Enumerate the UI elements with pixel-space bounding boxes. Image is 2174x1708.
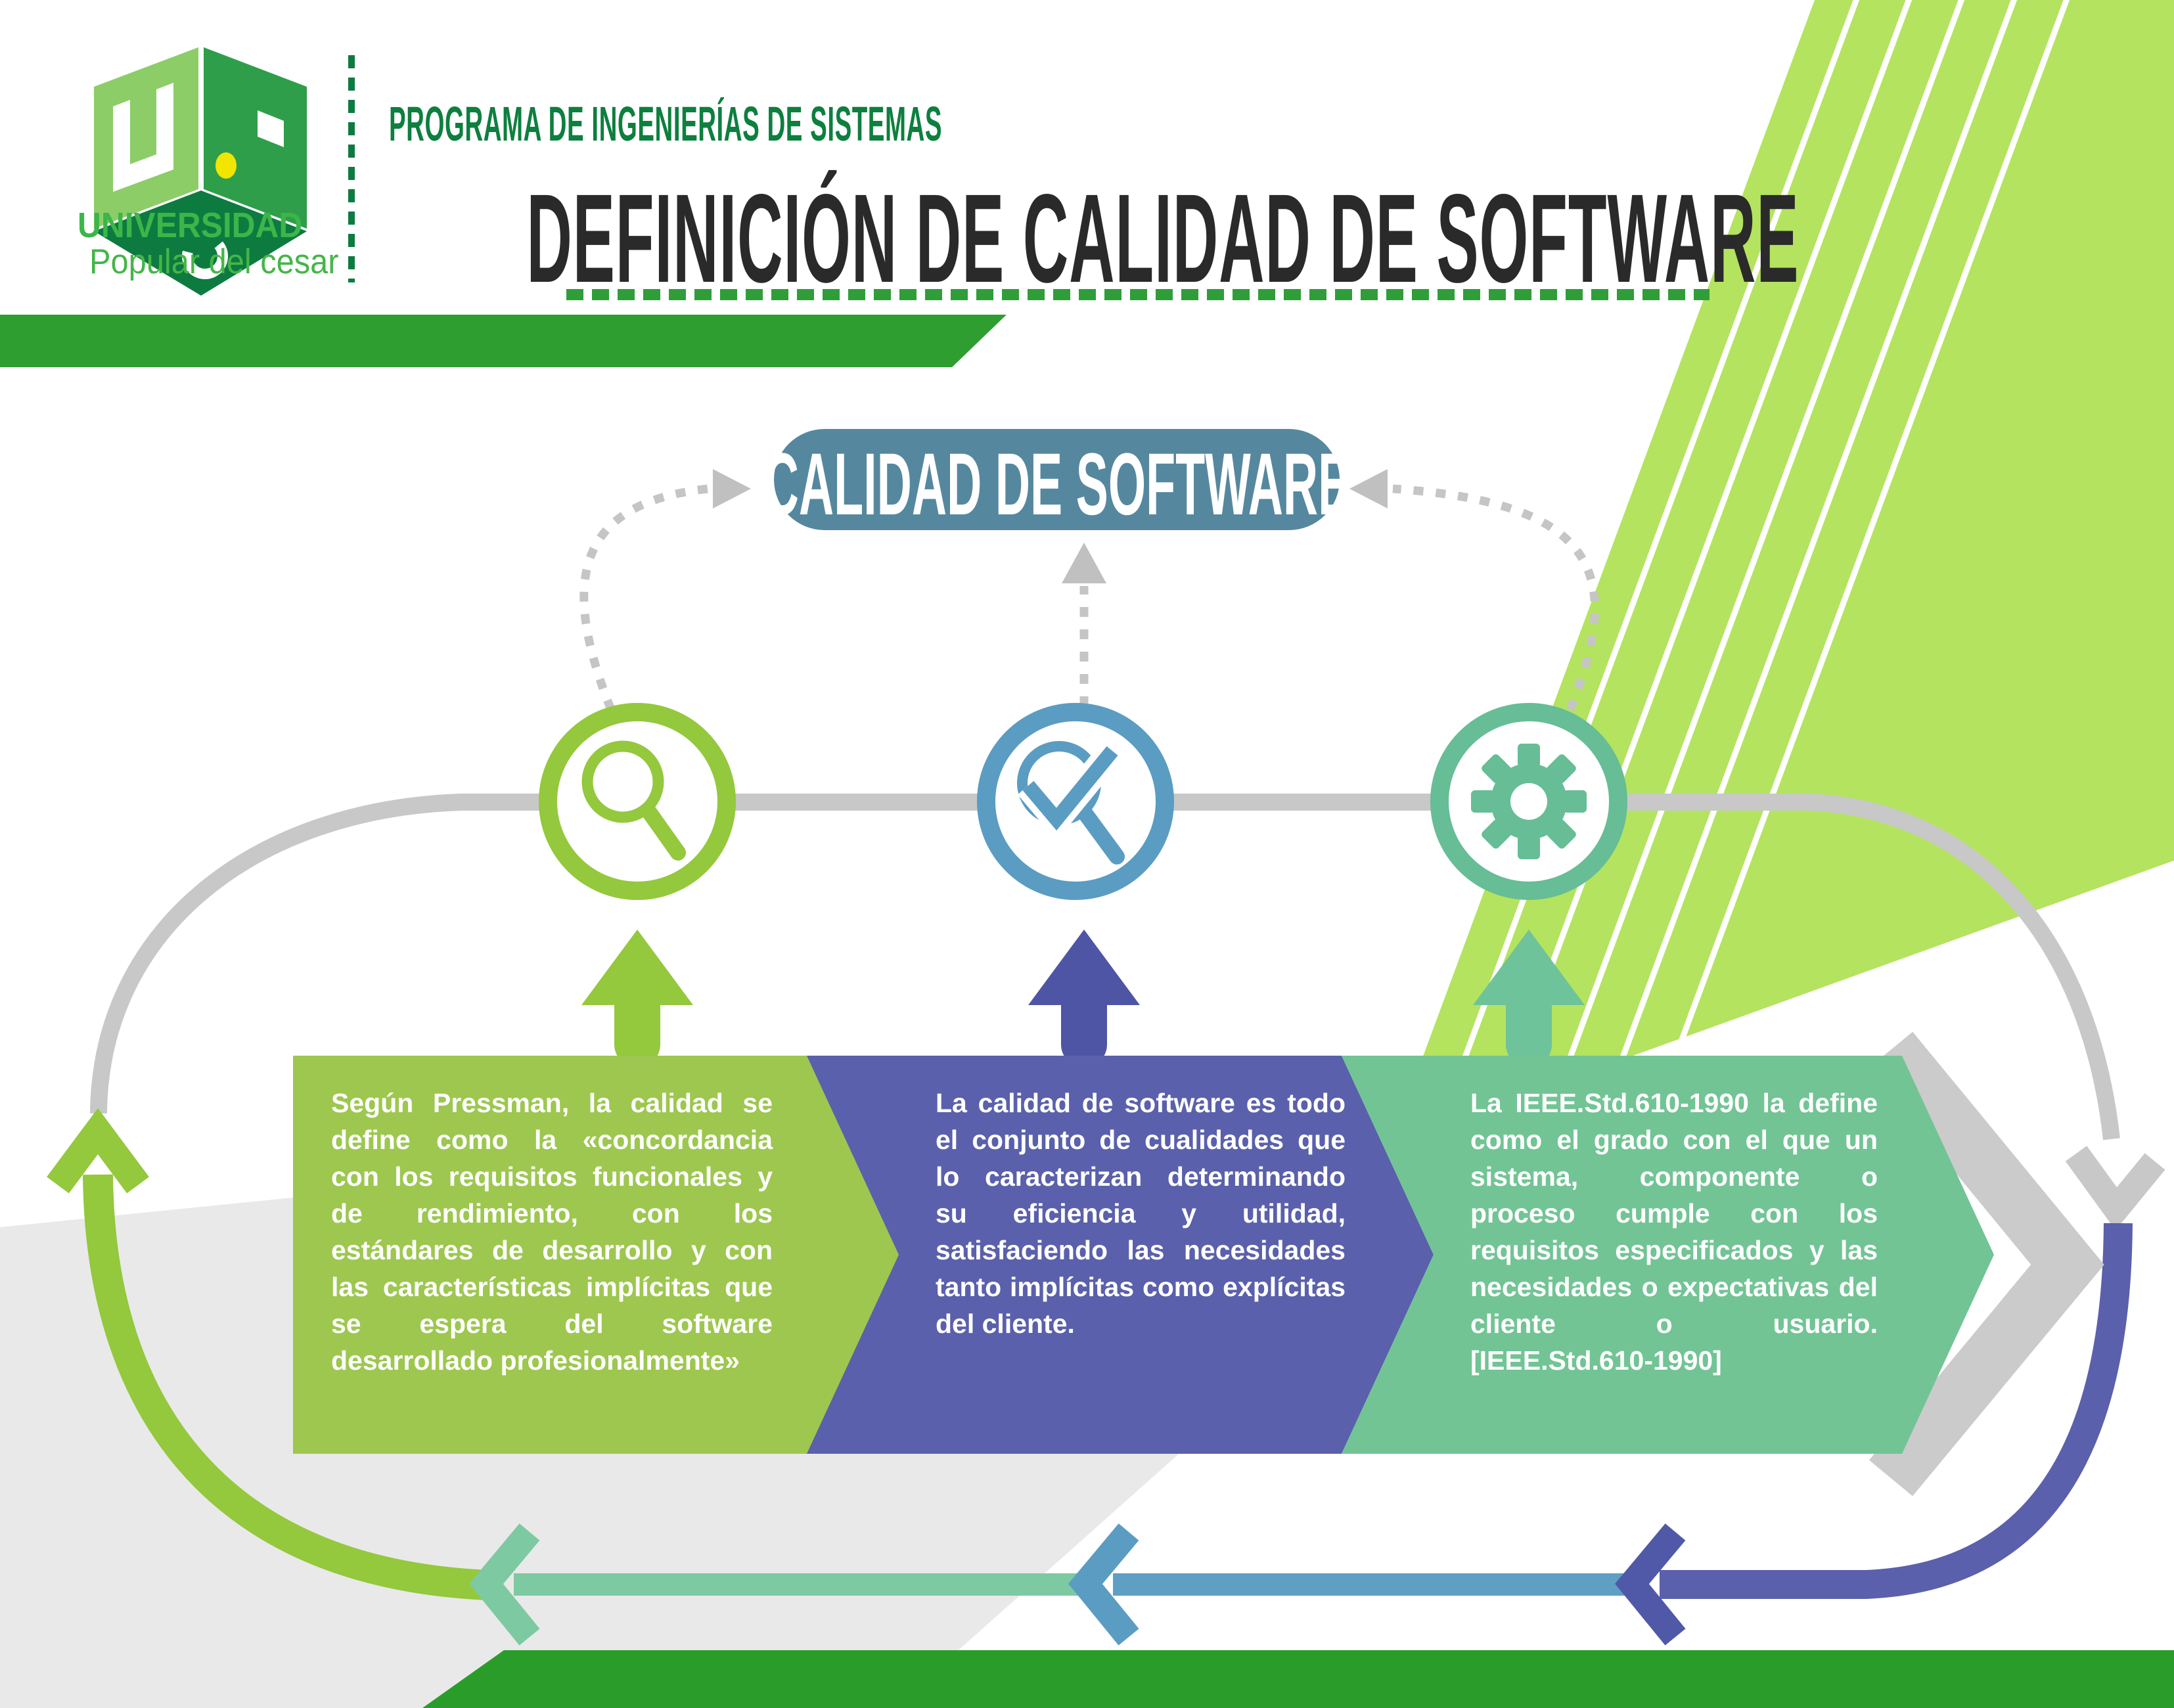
definition-card-ieee: La IEEE.Std.610-1990 la define como el g…	[1342, 1056, 1994, 1454]
teal-arrowhead-left-icon	[469, 1523, 540, 1646]
page-title: DEFINICIÓN DE CALIDAD DE SOFTWARE	[526, 168, 1800, 309]
node-verify	[977, 703, 1174, 900]
upc-logo	[94, 47, 307, 296]
center-pill: CALIDAD DE SOFTWARE	[763, 429, 1350, 533]
loop-arrowhead-up-icon	[47, 1108, 149, 1194]
arrowhead-up-icon	[1062, 543, 1106, 583]
check-magnifier-icon	[1017, 741, 1125, 865]
center-pill-label: CALIDAD DE SOFTWARE	[763, 436, 1350, 533]
arrowhead-right-icon	[713, 469, 751, 508]
header-green-bar	[0, 315, 1007, 367]
title-dashed-underline	[566, 289, 1710, 300]
gear-icon	[1471, 744, 1587, 859]
card-arrows	[581, 930, 1585, 1068]
dashed-connectors	[579, 484, 1599, 711]
purple-arrowhead-left-icon	[1615, 1523, 1686, 1646]
footer-green-bar	[422, 1650, 2174, 1708]
node-search	[539, 703, 736, 900]
magnifier-icon	[581, 740, 686, 861]
definition-text: La calidad de software es todo el conjun…	[936, 1088, 1346, 1339]
loop-arrowhead-down-icon	[2065, 1146, 2165, 1230]
arrowhead-left-icon	[1349, 469, 1388, 508]
definition-card-pressman: Según Pressman, la calidad se define com…	[293, 1056, 900, 1454]
definition-text: Según Pressman, la calidad se define com…	[331, 1088, 773, 1376]
university-subtitle: Popular del cesar	[89, 242, 339, 281]
header-dashed-divider	[348, 55, 355, 282]
definition-text: La IEEE.Std.610-1990 la define como el g…	[1470, 1088, 1878, 1376]
blue-arrowhead-left-icon	[1068, 1523, 1139, 1646]
program-label: PROGRAMA DE INGENIERÍAS DE SISTEMAS	[389, 97, 943, 151]
chevron-right-icon	[1868, 1031, 2104, 1496]
university-name: UNIVERSIDAD	[78, 206, 303, 245]
node-process	[1430, 703, 1627, 900]
definition-card-general: La calidad de software es todo el conjun…	[807, 1056, 1434, 1454]
